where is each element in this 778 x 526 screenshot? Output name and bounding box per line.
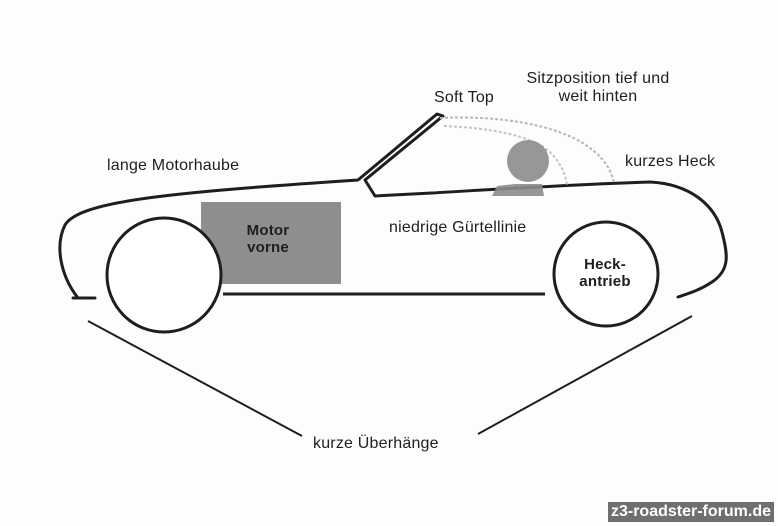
rear-wheel — [552, 220, 660, 328]
label-sitzposition-line1: Sitzposition tief und — [526, 70, 670, 87]
label-niedrige-guertellinie: niedrige Gürtellinie — [389, 219, 527, 236]
label-sitzposition: Sitzposition tief und weit hinten — [527, 70, 670, 106]
label-heck-line2: antrieb — [579, 273, 631, 290]
overhang-line-front — [87, 320, 303, 437]
label-motor-vorne: Motor vorne — [247, 222, 290, 256]
label-lange-motorhaube: lange Motorhaube — [107, 157, 240, 174]
label-kurzes-heck: kurzes Heck — [625, 153, 716, 170]
label-heck-line1: Heck- — [584, 256, 626, 273]
front-wheel — [105, 216, 223, 334]
label-soft-top: Soft Top — [434, 89, 495, 106]
driver-body — [492, 184, 544, 196]
driver-helmet — [507, 140, 549, 182]
overhang-line-rear — [477, 315, 693, 435]
label-motor-line1: Motor — [246, 222, 290, 239]
label-kurze-ueberhaenge: kurze Überhänge — [313, 435, 439, 452]
soft-top-line-outer — [439, 116, 615, 185]
label-motor-line2: vorne — [247, 239, 289, 256]
soft-top-line-inner — [443, 125, 568, 187]
watermark: z3-roadster-forum.de — [607, 502, 774, 522]
label-sitzposition-line2: weit hinten — [558, 88, 638, 105]
engine-block — [201, 202, 341, 284]
label-heckantrieb: Heck- antrieb — [579, 256, 630, 290]
